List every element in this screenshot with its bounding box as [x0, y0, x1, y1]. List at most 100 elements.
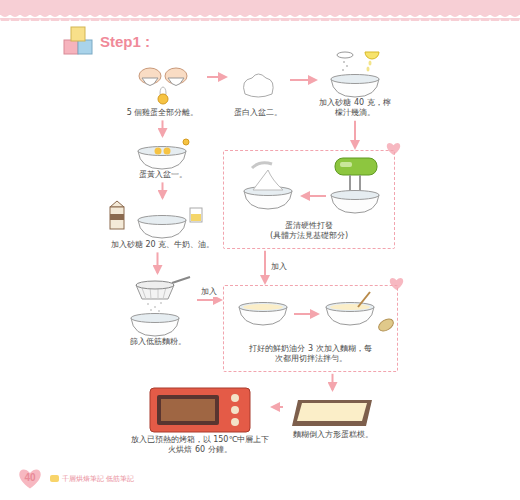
step-text: 放入已預熱的烤箱，以 150℃中層上下火烘焙 60 分鐘。: [130, 435, 270, 456]
sieve-flour: [158, 310, 160, 312]
bowl-sugar-lemon: [369, 61, 372, 66]
step-text: 麵糊倒入方形蛋糕模。: [285, 430, 380, 440]
flow-arrow: [157, 252, 159, 273]
step-text: 加入砂糖 20 克、牛奶、油。: [105, 240, 220, 250]
step-text: 加入砂糖 40 克，檸檬汁幾滴。: [318, 98, 392, 119]
bowl-yolk: [138, 139, 189, 169]
flow-arrow: [332, 374, 334, 390]
milk-oil-bowl: [190, 208, 202, 222]
folding-bowls: [243, 304, 283, 310]
mixer-meringue: [302, 195, 326, 197]
box-text: 打好的鮮奶油分 3 次加入麵糊，每次都用切拌法拌勻。: [248, 344, 374, 365]
bowl-sugar-lemon: [331, 75, 379, 98]
bowl-sugar-lemon: [346, 65, 348, 67]
oven: [231, 394, 239, 402]
bowl-sugar-lemon: [367, 67, 370, 72]
step-icon: [64, 40, 78, 54]
flow-arrow: [290, 79, 316, 81]
bowl-yolk: [155, 148, 162, 155]
milk-oil-bowl: [110, 201, 202, 238]
folding-bowls: [239, 292, 395, 333]
bowl-sugar-lemon: [343, 61, 345, 63]
step-icon: [64, 27, 92, 54]
step-text: 蛋黃入盆一。: [120, 170, 205, 180]
folding-bowls: [326, 303, 374, 326]
bowl-yolk: [138, 147, 186, 170]
step-icon: [78, 40, 92, 54]
step-text: 蛋白入盆二。: [228, 108, 288, 118]
bowl-yolk: [164, 148, 171, 155]
sieve-flour: [172, 277, 190, 283]
flow-arrow: [272, 406, 283, 408]
bowl-sugar-lemon: [331, 52, 379, 97]
cake-pan: [297, 403, 367, 421]
edge-label: 加入: [199, 287, 219, 297]
step-title: Step1 :: [100, 33, 150, 50]
mixer-meringue: [253, 170, 283, 190]
flow-arrow: [197, 299, 221, 301]
edge-label: 加入: [269, 262, 289, 272]
milk-oil-bowl: [191, 214, 201, 221]
flow-arrow: [207, 76, 226, 78]
flow-arrow: [354, 121, 356, 148]
footer-marks: [50, 475, 59, 482]
top-band: [0, 0, 520, 21]
page-number: 40: [19, 472, 41, 483]
cake-pan: [292, 400, 372, 426]
step-text: 5 個雞蛋全部分離。: [120, 108, 205, 118]
step-text: 篩入低筋麵粉。: [120, 337, 195, 347]
top-band: [0, 0, 520, 15]
flow-arrow: [162, 182, 164, 198]
bowl-sugar-lemon: [342, 69, 344, 71]
egg-cracking: [142, 78, 158, 86]
milk-oil-bowl: [138, 216, 186, 239]
step-caption: 5 個雞蛋全部分離。: [120, 62, 205, 118]
sieve-flour: [136, 281, 174, 289]
oven: [231, 418, 239, 426]
egg-cracking: [139, 68, 187, 104]
step-caption: 加入砂糖 20 克、牛奶、油。: [105, 200, 220, 250]
sieve-flour: [131, 314, 179, 337]
mixer-meringue: [335, 158, 377, 175]
bowl-sugar-lemon: [337, 52, 353, 58]
step-caption: 蛋黃入盆一。: [120, 138, 205, 180]
egg-white: [244, 74, 274, 97]
mixer-meringue: [331, 191, 379, 214]
oven: [150, 388, 250, 432]
mixer-meringue: [244, 158, 379, 213]
footer-marks: [19, 470, 59, 489]
step-icon: [71, 27, 85, 41]
sieve-flour: [131, 277, 190, 336]
bowl-sugar-lemon: [365, 52, 379, 59]
oven: [231, 406, 239, 414]
milk-oil-bowl: [110, 201, 124, 207]
footer-text: 千層烘焙筆記 低筋筆記: [62, 474, 134, 484]
flow-arrow: [162, 120, 164, 136]
cake-pan: [292, 400, 372, 426]
egg-cracking: [158, 94, 168, 104]
sieve-flour: [154, 306, 156, 308]
folding-bowls: [377, 317, 396, 334]
milk-oil-bowl: [110, 214, 124, 220]
dashed-step-box: 蛋清硬性打發 (具體方法見基礎部分): [223, 150, 395, 249]
mixer-meringue: [252, 163, 272, 168]
milk-oil-bowl: [110, 207, 124, 229]
sieve-flour: [160, 302, 162, 304]
egg-cracking: [168, 78, 184, 86]
folding-bowls: [294, 313, 318, 315]
sieve-flour: [150, 309, 152, 311]
box-text: 蛋清硬性打發 (具體方法見基礎部分): [253, 221, 365, 242]
flow-arrow: [264, 251, 266, 283]
step-caption: 篩入低筋麵粉。: [120, 275, 195, 347]
mixer-meringue: [340, 162, 352, 167]
oven: [157, 395, 219, 425]
top-band: [0, 15, 520, 21]
step-caption: 麵糊倒入方形蛋糕模。: [285, 392, 380, 440]
footer-marks: [19, 470, 40, 489]
folding-bowls: [330, 304, 370, 310]
step-caption: 加入砂糖 40 克，檸檬汁幾滴。: [318, 46, 392, 119]
step-caption: 蛋白入盆二。: [228, 62, 288, 118]
folding-bowls: [358, 292, 370, 307]
